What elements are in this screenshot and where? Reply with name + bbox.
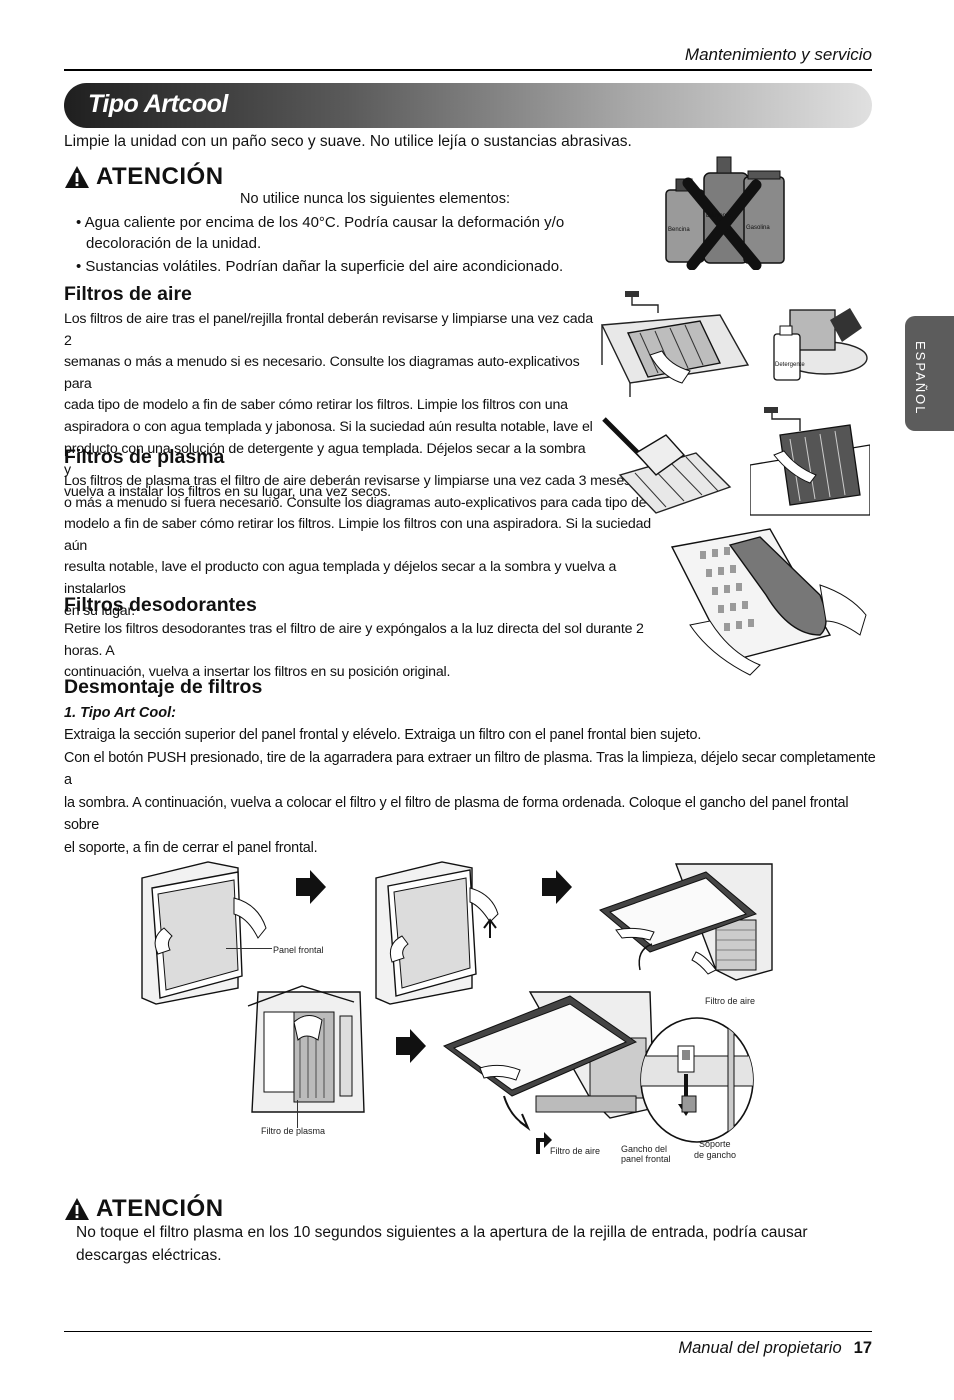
support-caption: Soporte de gancho [694, 1139, 736, 1161]
plasma-filters-line: Los filtros de plasma tras el filtro de … [64, 473, 631, 489]
arrow-right-icon [542, 870, 572, 904]
air-filters-line: producto con una solución de detergente … [64, 440, 586, 479]
vacuum-filter-illustration [602, 417, 732, 514]
step3-illustration [599, 863, 773, 981]
removal-heading: Desmontaje de filtros [64, 676, 263, 698]
language-tab: ESPAÑOL [905, 316, 954, 431]
washing-filter-illustration [600, 291, 750, 397]
caution-heading-2: ATENCIÓN [64, 1195, 224, 1223]
plasma-filter-caption: Filtro de plasma [261, 1126, 326, 1136]
plasma-filters-line: en su lugar. [64, 602, 135, 619]
step4-illustration [247, 985, 365, 1113]
bottle-label-3: Gasolina [746, 225, 770, 231]
handheld-vacuum-illustration [670, 528, 867, 676]
removal-subheading: 1. Tipo Art Cool: [64, 705, 176, 721]
bottle-label-2: Diluyente [706, 213, 732, 219]
rinse-filter-illustration [750, 407, 870, 516]
deodorizing-filters-text: Retire los filtros desodorantes tras el … [64, 619, 684, 684]
removal-line: Extraiga la sección superior del panel f… [64, 727, 702, 743]
caution2-line-1: No toque el filtro plasma en los 10 segu… [76, 1224, 808, 1241]
caution-lead: No utilice nunca los siguientes elemento… [240, 191, 511, 207]
plasma-filters-line: modelo a fin de saber cómo retirar los f… [64, 516, 652, 554]
warning-icon [65, 1198, 89, 1220]
removal-line: el soporte, a fin de cerrar el panel fro… [64, 839, 318, 856]
plasma-filters-line: resulta notable, lave el producto con ag… [64, 559, 617, 597]
page-title: Tipo Artcool [88, 90, 228, 118]
intro-text: Limpie la unidad con un paño seco y suav… [64, 133, 632, 150]
step5-illustration [442, 991, 655, 1132]
removal-line: Con el botón PUSH presionado, tire de la… [64, 749, 876, 789]
support-caption-line: Soporte [699, 1139, 731, 1149]
plasma-filters-heading: Filtros de plasma [64, 446, 225, 468]
plasma-leader [297, 1100, 298, 1128]
caution2-line-2: descargas eléctricas. [76, 1247, 222, 1264]
caution-bullet-2: • Sustancias volátiles. Podrían dañar la… [76, 258, 564, 275]
panel-frontal-leader [226, 948, 272, 949]
warning-icon [65, 166, 89, 188]
section-header: Mantenimiento y servicio [684, 45, 872, 64]
title-bar: Tipo Artcool [64, 83, 872, 128]
removal-text: Extraiga la sección superior del panel f… [64, 724, 876, 859]
air-filter-caption-top: Filtro de aire [705, 996, 756, 1006]
language-tab-label: ESPAÑOL [913, 341, 928, 416]
caution-bullet-1a: • Agua caliente por encima de los 40°C. … [76, 214, 565, 231]
air-filters-text: Los filtros de aire tras el panel/rejill… [64, 309, 594, 503]
hook-caption: Gancho del panel frontal [621, 1144, 671, 1164]
deodorizing-filters-line: Retire los filtros desodorantes tras el … [64, 621, 644, 659]
step1-illustration [141, 861, 267, 1005]
bottom-rule [64, 1331, 872, 1332]
hook-detail-zoom [640, 1017, 754, 1143]
top-rule [64, 69, 872, 71]
detergent-label: Detergente [775, 362, 805, 368]
air-filters-line: vuelva a instalar los filtros en su luga… [64, 483, 391, 500]
air-filters-line: Los filtros de aire tras el panel/rejill… [64, 311, 593, 349]
footer-label: Manual del propietario [678, 1339, 842, 1357]
caution-label-2: ATENCIÓN [96, 1195, 224, 1222]
removal-line: la sombra. A continuación, vuelva a colo… [64, 794, 849, 834]
detergent-illustration: Detergente [773, 308, 868, 381]
caution-label-1: ATENCIÓN [96, 163, 224, 190]
plasma-filters-line: o más a menudo si fuera necesario. Consu… [64, 494, 647, 511]
caution-heading-1: ATENCIÓN [64, 163, 224, 191]
arrow-right-icon [296, 870, 326, 904]
plasma-filters-text: Los filtros de plasma tras el filtro de … [64, 471, 664, 622]
air-filters-line: semanas o más a menudo si es necesario. … [64, 354, 580, 392]
deodorizing-filters-heading: Filtros desodorantes [64, 594, 257, 616]
hook-caption-line: panel frontal [621, 1154, 671, 1164]
panel-frontal-caption: Panel frontal [273, 945, 324, 955]
hook-caption-line: Gancho del [621, 1144, 668, 1154]
step2-illustration [375, 861, 499, 1005]
bottles-illustration: Bencina Diluyente Gasolina [665, 156, 785, 270]
arrow-right-icon [396, 1029, 426, 1063]
caution-bullet-1b: decoloración de la unidad. [86, 235, 262, 252]
air-filters-line: aspiradora o con agua templada y jabonos… [64, 418, 593, 435]
air-filters-heading: Filtros de aire [64, 283, 192, 305]
air-filter-caption-bottom: Filtro de aire [550, 1146, 601, 1156]
deodorizing-filters-line: continuación, vuelva a insertar los filt… [64, 664, 451, 681]
support-caption-line: de gancho [694, 1150, 737, 1160]
arrow-up-icon [536, 1132, 552, 1154]
air-filters-line: cada tipo de modelo a fin de saber cómo … [64, 397, 568, 414]
footer: Manual del propietario 17 [678, 1339, 872, 1358]
bottle-label-1: Bencina [668, 227, 690, 233]
page-number: 17 [853, 1339, 872, 1357]
